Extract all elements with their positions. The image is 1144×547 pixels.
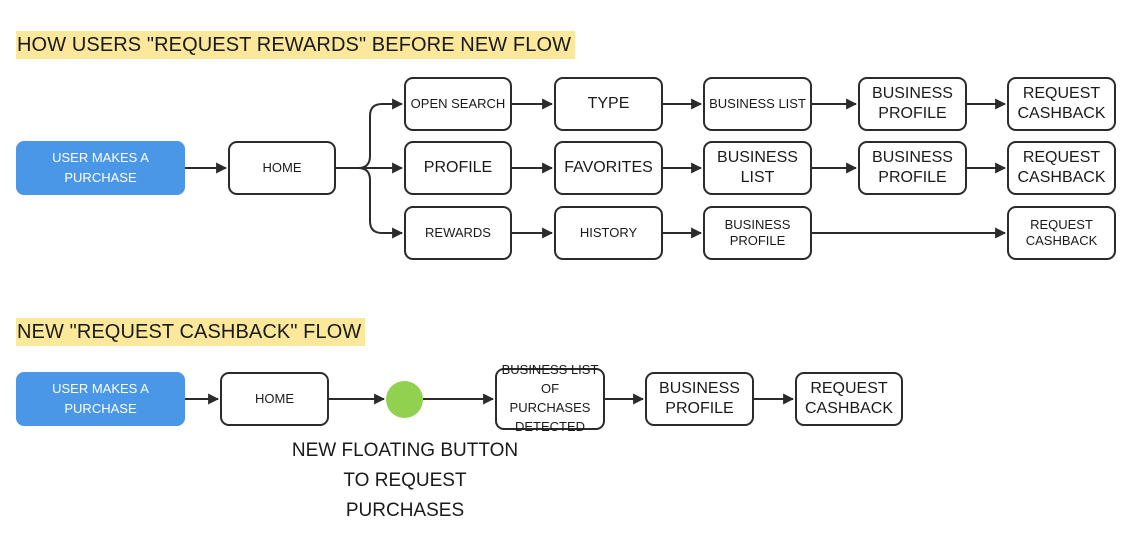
new-business-profile-node: BUSINESS PROFILE: [645, 372, 754, 426]
home-node: HOME: [228, 141, 336, 195]
type-node: TYPE: [554, 77, 663, 131]
business-profile-node-3: BUSINESS PROFILE: [703, 206, 812, 260]
new-flow-title: NEW "REQUEST CASHBACK" FLOW: [16, 318, 366, 346]
business-list-purchases-node: BUSINESS LIST OF PURCHASES DETECTED: [495, 362, 605, 434]
before-flow-title: HOW USERS "REQUEST REWARDS" BEFORE NEW F…: [16, 31, 576, 59]
user-makes-purchase-node: USER MAKES A PURCHASE: [16, 141, 185, 195]
new-home-node: HOME: [220, 372, 329, 426]
business-list-node-2: BUSINESS LIST: [703, 141, 812, 195]
edge-home-rewards: [336, 167, 404, 239]
new-request-cashback-node: REQUEST CASHBACK: [795, 372, 903, 426]
history-node: HISTORY: [554, 206, 663, 260]
request-cashback-node-1: REQUEST CASHBACK: [1007, 77, 1116, 131]
edge-home-open-search: [336, 98, 404, 169]
favorites-node: FAVORITES: [554, 141, 663, 195]
request-cashback-node-3: REQUEST CASHBACK: [1007, 206, 1116, 260]
request-cashback-node-2: REQUEST CASHBACK: [1007, 141, 1116, 195]
new-user-makes-purchase-node: USER MAKES A PURCHASE: [16, 372, 185, 426]
floating-button-label: NEW FLOATING BUTTON TO REQUEST PURCHASES: [291, 440, 519, 521]
floating-button-icon: [386, 381, 423, 418]
business-profile-node-2: BUSINESS PROFILE: [858, 141, 967, 195]
business-list-node-1: BUSINESS LIST: [703, 77, 812, 131]
rewards-node: REWARDS: [404, 206, 512, 260]
open-search-node: OPEN SEARCH: [404, 77, 512, 131]
business-profile-node-1: BUSINESS PROFILE: [858, 77, 967, 131]
profile-node: PROFILE: [404, 141, 512, 195]
